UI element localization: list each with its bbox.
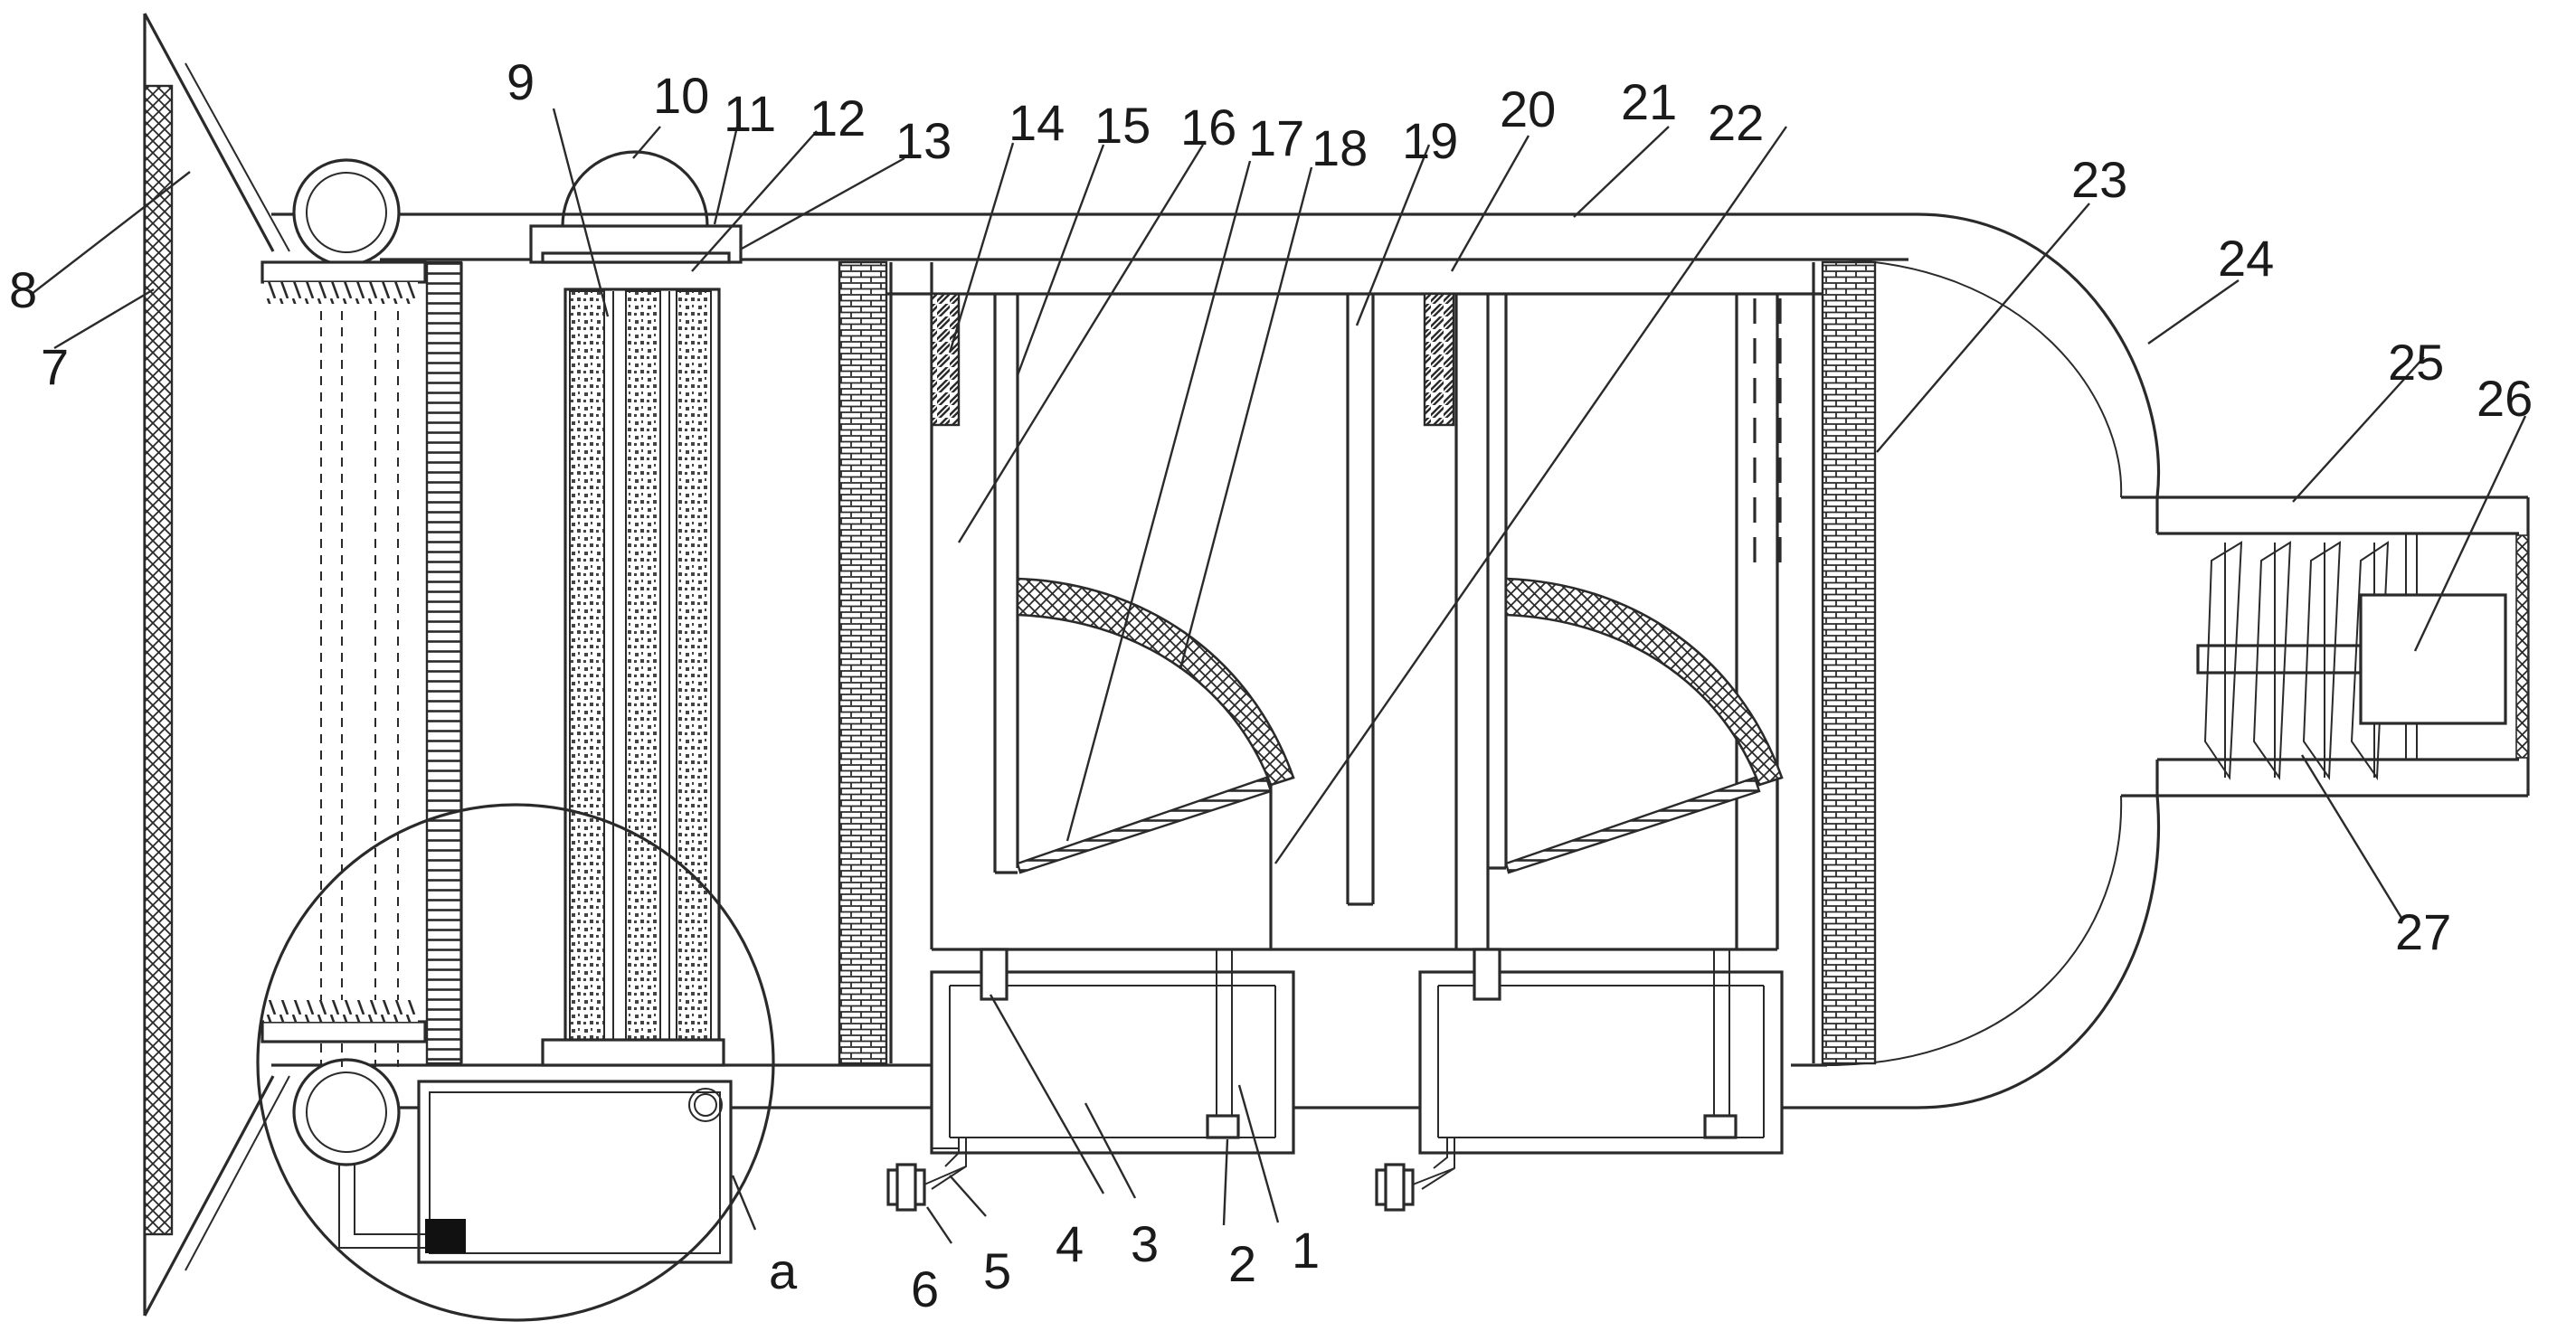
label-15: 15	[1094, 97, 1151, 154]
label-3: 3	[1131, 1215, 1159, 1272]
roller-assembly	[292, 158, 401, 1166]
label-18: 18	[1312, 119, 1368, 176]
label-4: 4	[1056, 1215, 1084, 1272]
label-20: 20	[1500, 80, 1556, 137]
label-27: 27	[2395, 903, 2451, 960]
label-17: 17	[1248, 109, 1304, 166]
label-16: 16	[1180, 99, 1236, 156]
label-13: 13	[895, 112, 952, 169]
label-2: 2	[1228, 1235, 1256, 1292]
label-9: 9	[507, 53, 535, 110]
upper-brush-bar	[260, 260, 427, 284]
label-23: 23	[2071, 151, 2127, 208]
collection-tank-2	[1375, 948, 1784, 1212]
label-1: 1	[1292, 1222, 1320, 1279]
label-22: 22	[1708, 94, 1764, 151]
deflector-plate-2	[1504, 776, 1761, 874]
label-19: 19	[1402, 112, 1458, 169]
rear-dome	[1826, 212, 2160, 1109]
cartridge-cap-plate	[541, 251, 731, 264]
detail-circle-a	[256, 803, 775, 1322]
label-25: 25	[2388, 334, 2444, 391]
lower-brush-bristles	[264, 1000, 418, 1022]
filter-cartridges	[541, 288, 725, 1067]
control-module-black	[425, 1219, 466, 1253]
outlet-screen-mesh	[2515, 534, 2529, 759]
honeycomb-grille-left	[838, 260, 888, 1065]
collection-tank-1	[886, 948, 1295, 1212]
label-12: 12	[810, 90, 866, 146]
arc-mesh-2	[1504, 577, 1784, 787]
primary-filter-grille	[425, 260, 463, 1065]
label-7: 7	[41, 338, 69, 395]
hatched-block-right	[1423, 292, 1455, 427]
lower-brush-bar	[260, 1020, 427, 1043]
leader-lines	[31, 108, 2527, 1244]
label-5: 5	[983, 1242, 1011, 1299]
label-24: 24	[2218, 230, 2274, 287]
label-8: 8	[9, 261, 37, 318]
fan-motor	[2359, 593, 2507, 725]
label-21: 21	[1621, 73, 1677, 130]
intake-screen-mesh	[143, 84, 174, 1236]
control-box	[338, 1080, 733, 1264]
upper-brush-bristles	[264, 282, 418, 304]
label-14: 14	[1009, 94, 1065, 151]
label-26: 26	[2477, 370, 2533, 427]
hatched-block-left	[930, 292, 961, 427]
label-11: 11	[724, 85, 776, 142]
reference-labels: 1 2 3 4 5 6 7 8 9 10 11 12 13 14 15 16 1…	[9, 53, 2533, 1317]
cartridge-handle	[561, 150, 709, 227]
honeycomb-grille-right	[1821, 260, 1877, 1065]
deflector-plate-1	[1016, 776, 1273, 874]
label-10: 10	[653, 67, 709, 124]
exhaust-fan	[2196, 541, 2390, 781]
arc-mesh-1	[1016, 577, 1295, 787]
label-a: a	[769, 1242, 798, 1299]
label-6: 6	[911, 1260, 939, 1317]
